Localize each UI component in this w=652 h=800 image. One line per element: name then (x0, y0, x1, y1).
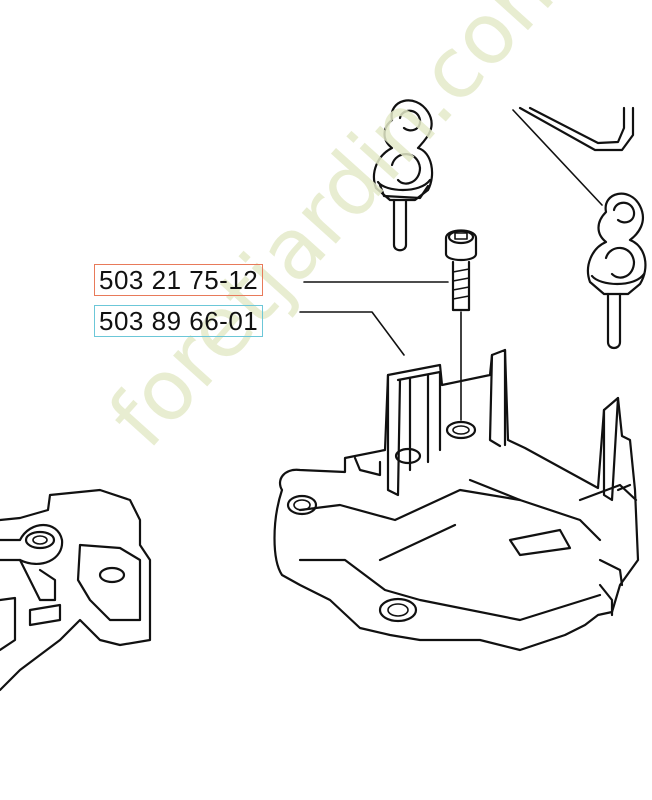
housing-corner-fragment (518, 106, 635, 152)
leader-line-part2 (299, 311, 405, 356)
rubber-mount-icon-left (372, 99, 434, 252)
part-number-label-1[interactable]: 503 21 75-12 (94, 264, 264, 296)
leader-line-mount (512, 109, 603, 206)
housing-bracket-icon (273, 348, 640, 652)
rubber-mount-icon-right (586, 192, 647, 350)
left-component-fragment (0, 488, 152, 692)
part-number-label-2[interactable]: 503 89 66-01 (94, 305, 264, 337)
screw-icon (444, 229, 478, 312)
